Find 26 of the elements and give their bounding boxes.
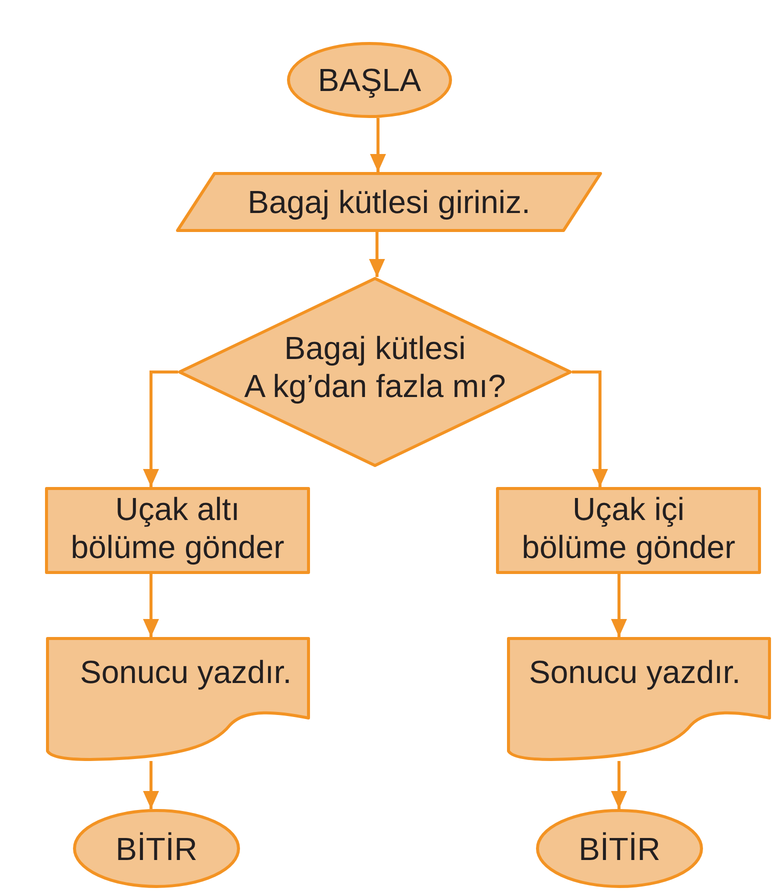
end-oval [73, 809, 240, 888]
arrow [572, 370, 608, 487]
arrow [370, 118, 386, 172]
arrow [611, 574, 627, 637]
process-box [496, 487, 761, 574]
process-label: Uçak içi bölüme gönder [522, 490, 736, 566]
arrow [143, 370, 178, 487]
arrow [611, 761, 627, 809]
process-box [45, 487, 310, 574]
arrow [143, 574, 159, 637]
terminal-label: BİTİR [578, 830, 660, 868]
output-label: Sonucu yazdır. [529, 653, 741, 691]
terminal-label: BAŞLA [318, 61, 422, 99]
input-label: Bagaj kütlesi giriniz. [248, 183, 530, 221]
decision-label: Bagaj kütlesi A kg’dan fazla mı? [244, 329, 506, 405]
terminal-label: BİTİR [116, 830, 198, 868]
input-parallelogram [176, 172, 602, 232]
output-document [46, 637, 310, 761]
start-oval [287, 42, 452, 118]
decision-diamond [178, 277, 572, 467]
process-label: Uçak altı bölüme gönder [70, 490, 284, 566]
arrow [143, 761, 159, 809]
output-document [507, 637, 771, 761]
output-label: Sonucu yazdır. [80, 653, 292, 691]
arrow [369, 232, 385, 277]
end-oval [536, 809, 703, 888]
